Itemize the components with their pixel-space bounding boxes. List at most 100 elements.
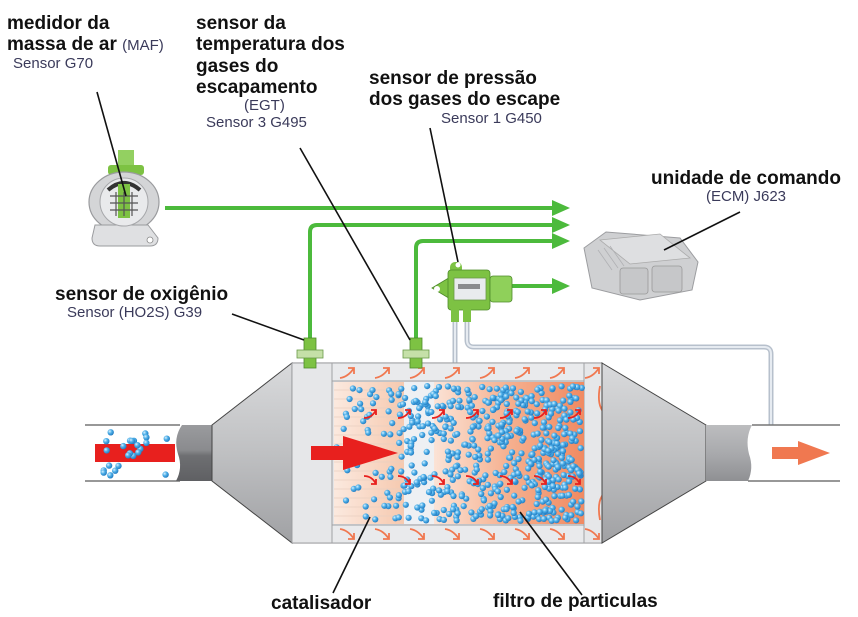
soot-particle <box>554 440 561 447</box>
soot-particle <box>455 403 462 410</box>
exhaust-flow-arrow-main <box>311 436 398 470</box>
soot-particle <box>340 425 347 432</box>
soot-particle <box>558 454 565 461</box>
label-catalyst: catalisador <box>271 593 372 614</box>
soot-particle <box>541 483 549 491</box>
label-maf: medidor da massa de ar (MAF) Sensor G70 <box>7 13 164 72</box>
soot-particle <box>515 470 522 477</box>
soot-particle <box>103 438 110 445</box>
soot-particle <box>554 463 561 471</box>
soot-particle <box>467 408 474 416</box>
soot-particle <box>576 470 583 477</box>
soot-particle <box>115 462 122 470</box>
soot-particle <box>566 478 573 485</box>
soot-particle <box>517 388 525 395</box>
soot-particle <box>372 469 379 476</box>
soot-particle <box>428 497 435 504</box>
flow-arrow <box>479 367 495 379</box>
leader-maf <box>96 91 127 197</box>
soot-particle <box>495 511 502 519</box>
flow-arrow <box>374 528 390 540</box>
soot-particle <box>444 448 451 455</box>
arrowhead-pressure <box>552 278 570 294</box>
soot-particle <box>483 413 490 420</box>
soot-particle <box>437 416 444 423</box>
soot-particle <box>465 451 472 458</box>
soot-particle <box>568 512 575 519</box>
soot-particle <box>514 408 521 416</box>
soot-particle <box>100 469 107 476</box>
label-maf-abbr: (MAF) <box>122 37 164 55</box>
soot-particle <box>378 473 385 480</box>
soot-particle <box>485 399 492 406</box>
soot-particle <box>572 485 579 492</box>
pressure-hoses <box>452 320 774 425</box>
label-egt-line1: sensor da <box>196 13 286 34</box>
flow-arrow <box>409 528 425 540</box>
soot-particle <box>442 423 449 431</box>
soot-particle <box>413 479 420 486</box>
soot-particle <box>112 467 119 474</box>
soot-particle <box>528 393 535 400</box>
soot-particle <box>535 487 542 494</box>
soot-particle <box>387 431 394 438</box>
soot-particle <box>424 383 431 390</box>
flow-arrow <box>465 475 479 485</box>
label-ecm: unidade de comando (ECM) J623 <box>636 168 856 206</box>
soot-particle <box>511 478 518 485</box>
soot-particle <box>427 474 434 481</box>
soot-particle <box>456 397 463 404</box>
soot-particle <box>423 517 430 524</box>
soot-particle <box>549 385 556 392</box>
soot-particle <box>135 449 142 456</box>
flow-arrow <box>549 528 565 540</box>
soot-particle <box>432 393 439 400</box>
soot-particle <box>402 394 409 402</box>
label-ecm-line1: unidade de comando <box>650 168 842 189</box>
soot-particle <box>442 468 449 475</box>
label-egt-line2: temperatura dos <box>196 34 345 56</box>
exhaust-flow-arrow-in <box>95 444 175 462</box>
soot-particle <box>460 503 467 510</box>
soot-particle <box>134 442 141 449</box>
soot-particle <box>389 420 396 427</box>
soot-particle <box>405 514 412 521</box>
soot-particle <box>402 501 409 508</box>
soot-particle <box>498 421 505 428</box>
leader-pressure <box>429 127 459 263</box>
soot-particle <box>105 462 113 469</box>
label-egt-line4: escapamento <box>196 76 318 98</box>
soot-particle <box>543 430 550 437</box>
soot-particle <box>454 430 461 438</box>
soot-particle <box>510 509 517 517</box>
soot-particle <box>453 517 460 524</box>
soot-particle <box>567 409 574 416</box>
soot-particle <box>525 510 533 517</box>
soot-particle <box>559 447 567 455</box>
soot-particle <box>546 438 553 445</box>
soot-particle <box>534 430 541 437</box>
soot-particle <box>528 398 535 405</box>
soot-particle <box>454 473 461 480</box>
soot-particle <box>482 472 489 479</box>
soot-particle <box>369 400 377 407</box>
flow-arrow <box>499 475 513 485</box>
leader-egt <box>299 147 411 341</box>
soot-particle <box>462 466 469 473</box>
soot-particle <box>551 400 558 407</box>
outlet-pipe <box>706 424 840 482</box>
soot-particle <box>472 453 479 461</box>
soot-particle <box>412 397 419 404</box>
soot-particle <box>545 447 552 454</box>
soot-particle <box>384 489 391 496</box>
soot-particle <box>440 516 447 524</box>
soot-particle <box>498 397 505 404</box>
soot-particle <box>565 491 573 498</box>
soot-particle <box>163 435 170 442</box>
soot-particle <box>454 454 461 461</box>
label-dpf: filtro de particulas <box>493 591 658 612</box>
soot-particle <box>578 498 585 505</box>
soot-particle <box>560 397 567 404</box>
soot-particle <box>395 514 402 521</box>
